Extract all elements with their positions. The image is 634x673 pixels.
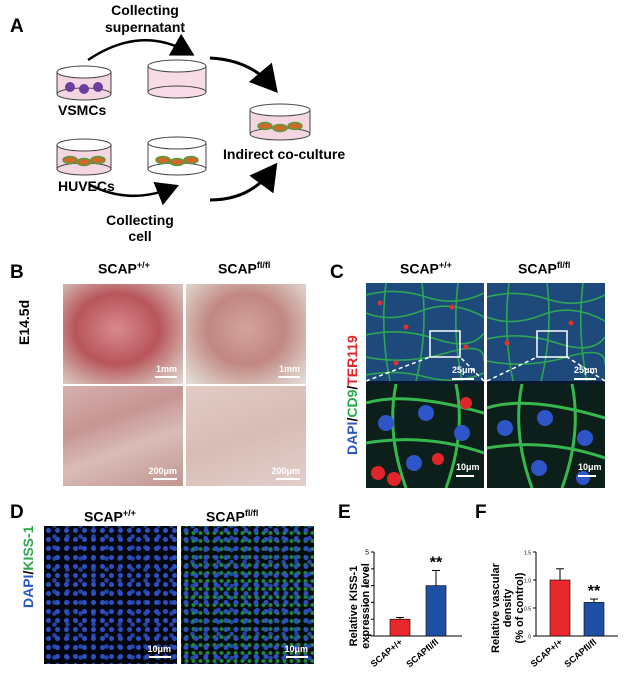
scale-label: 25μm <box>574 365 598 375</box>
dish-cells <box>147 136 207 176</box>
panel-e-label: E <box>338 502 351 523</box>
panel-d-label: D <box>10 502 24 523</box>
dish-vsmcs <box>56 65 112 101</box>
arrow-collect-cell <box>89 182 179 206</box>
scale-label: 1mm <box>278 364 300 374</box>
scale-bar <box>278 376 300 378</box>
image-c-wt <box>366 283 484 488</box>
scale-bar <box>149 656 171 658</box>
scale-label: 200μm <box>148 466 177 476</box>
bar <box>549 579 571 637</box>
category-label: SCAP+/+ <box>529 637 565 669</box>
step-collect-supernatant: Collecting supernatant <box>104 2 186 35</box>
panel-b-col2-title: SCAPfl/fl <box>218 260 271 277</box>
image-c-ko <box>487 283 605 488</box>
scale-label: 10μm <box>578 462 602 472</box>
scale-bar <box>456 475 474 477</box>
scale-label: 25μm <box>452 365 476 375</box>
dish-coculture <box>249 103 311 141</box>
scale-bar <box>286 656 308 658</box>
dish-supernatant <box>147 59 207 99</box>
y-tick-label: 4 <box>365 566 369 573</box>
y-tick-label: 1 <box>365 617 369 624</box>
bar <box>583 602 605 637</box>
arrow-to-coculture-top <box>209 56 278 93</box>
y-tick-label: 0.5 <box>524 607 531 613</box>
scale-label: 200μm <box>271 466 300 476</box>
panel-d-stain-label: DAPI/KISS-1 <box>20 525 36 608</box>
significance-label: ** <box>588 583 601 600</box>
panel-b-label: B <box>10 262 24 283</box>
scale-bar <box>153 478 177 480</box>
significance-label: ** <box>430 554 443 571</box>
bar <box>425 585 447 637</box>
y-tick-label: 5 <box>365 550 369 557</box>
bar <box>389 618 411 637</box>
label-indirect-coculture: Indirect co-culture <box>223 146 346 162</box>
scale-label: 10μm <box>456 462 480 472</box>
scale-label: 10μm <box>284 644 308 654</box>
panel-f-label: F <box>475 502 487 523</box>
panel-a-diagram <box>56 33 311 206</box>
category-label: SCAP+/+ <box>369 637 405 669</box>
y-tick-label: 1.5 <box>524 551 531 557</box>
image-b-ko-whole: 1mm <box>186 284 306 384</box>
y-tick-label: 1.0 <box>524 579 531 585</box>
image-b-wt-whole: 1mm <box>63 284 183 384</box>
scale-bar <box>574 378 596 380</box>
image-b-ko-zoom: 200μm <box>186 386 306 486</box>
image-d-ko: 10μm <box>181 526 314 664</box>
scale-bar <box>276 478 300 480</box>
label-vsmcs: VSMCs <box>58 102 107 118</box>
arrow-to-coculture-bottom <box>209 162 278 202</box>
step-collect-cell: Collecting cell <box>106 212 174 244</box>
dish-huvecs <box>56 138 112 176</box>
y-tick-label: 0 <box>528 635 531 641</box>
panel-d-col1-title: SCAP+/+ <box>84 508 136 525</box>
panel-d-col2-title: SCAPfl/fl <box>206 508 259 525</box>
arrow-collect-supernatant <box>87 33 195 62</box>
category-label: SCAPfl/fl <box>562 637 598 669</box>
panel-a-label: A <box>10 16 24 37</box>
image-d-wt: 10μm <box>44 526 177 664</box>
panel-c-stain-label: DAPI/CD9/TER119 <box>344 335 360 455</box>
y-tick-label: 3 <box>365 583 369 590</box>
panel-b-col1-title: SCAP+/+ <box>98 260 150 277</box>
scale-bar <box>452 378 474 380</box>
panel-c-label: C <box>330 262 344 283</box>
y-tick-label: 2 <box>365 600 369 607</box>
scale-label: 10μm <box>147 644 171 654</box>
label-huvecs: HUVECs <box>58 178 115 194</box>
y-tick-label: 0 <box>365 634 369 641</box>
scale-bar <box>578 475 596 477</box>
panel-c-col2-title: SCAPfl/fl <box>518 260 571 277</box>
panel-b-row-label: E14.5d <box>16 299 32 345</box>
scale-bar <box>155 376 177 378</box>
scale-label: 1mm <box>155 364 177 374</box>
panel-c-col1-title: SCAP+/+ <box>400 260 452 277</box>
category-label: SCAPfl/fl <box>404 637 440 669</box>
image-b-wt-zoom: 200μm <box>63 386 183 486</box>
